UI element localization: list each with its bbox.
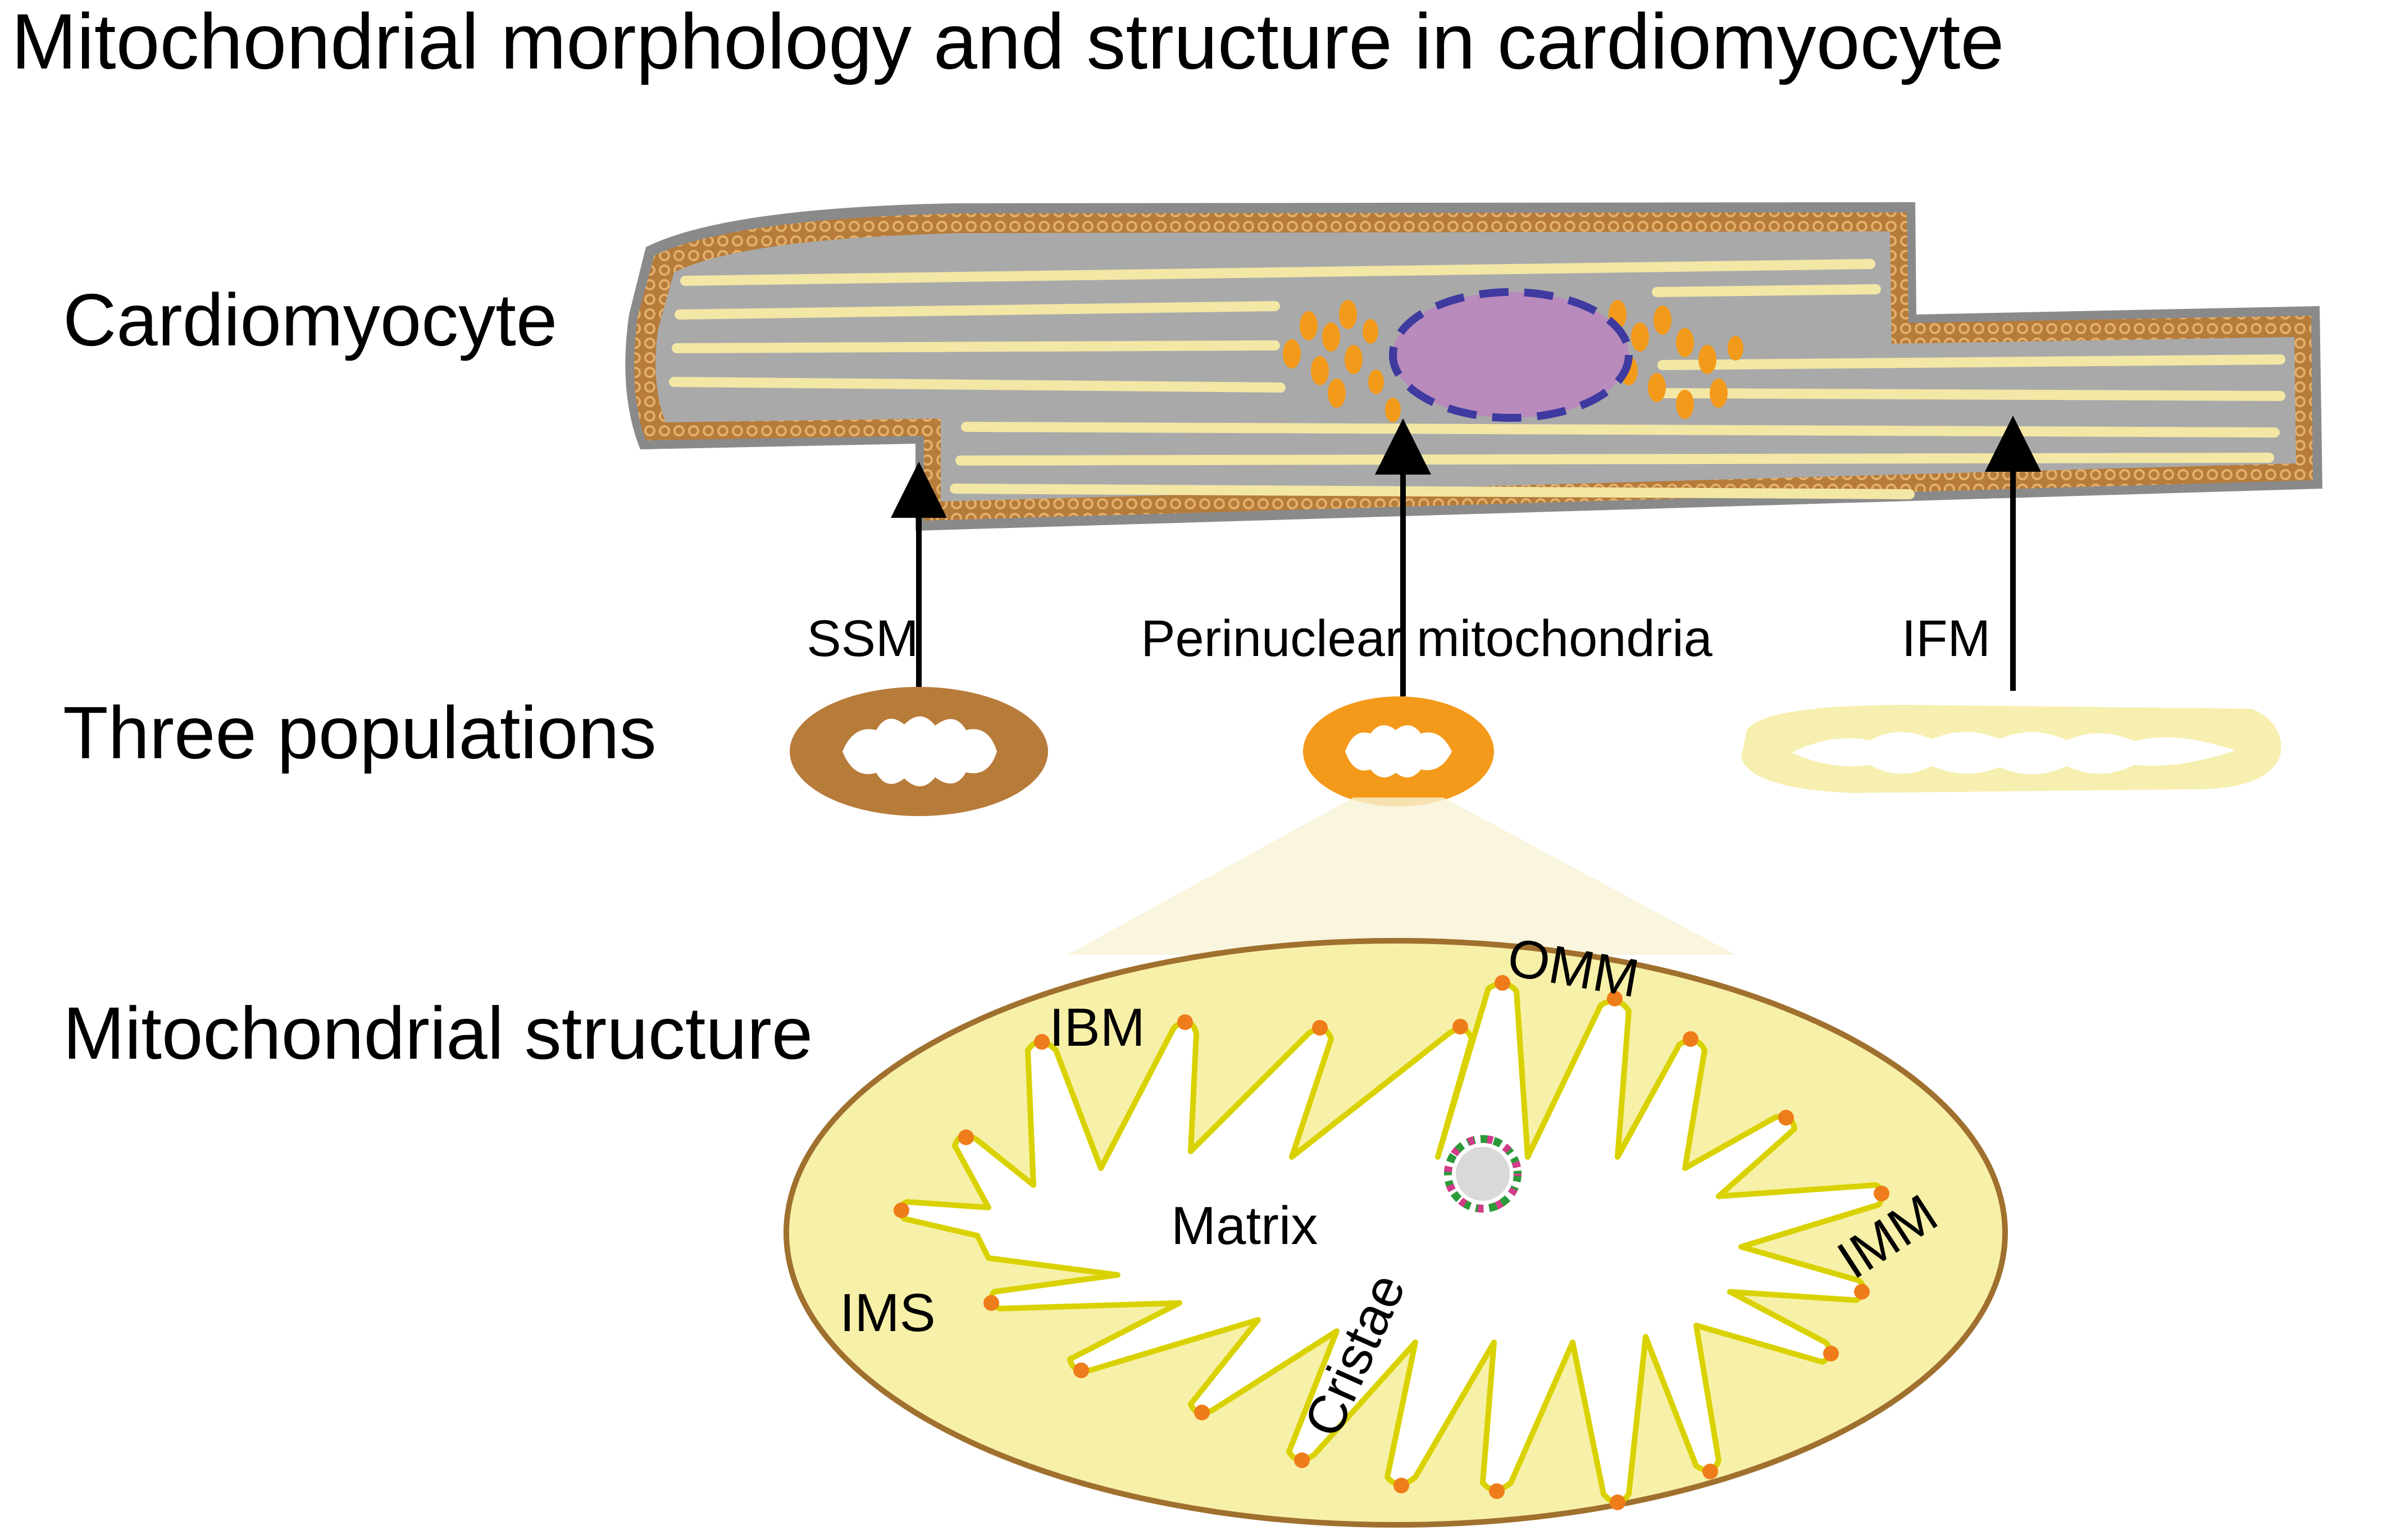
- nucleus: [1389, 288, 1633, 422]
- myofibrils: [669, 259, 2285, 499]
- label-ifm: IFM: [1902, 610, 1990, 667]
- row-label-three-populations: Three populations: [63, 691, 657, 774]
- ssm-mitochondrion: [790, 687, 1048, 816]
- row-label-mitochondrial-structure: Mitochondrial structure: [63, 992, 813, 1074]
- perinuclear-mitochondrion: [1303, 696, 1494, 807]
- label-ssm: SSM: [807, 610, 918, 667]
- ifm-mitochondrion: [1741, 705, 2281, 793]
- zoom-wedge: [1067, 798, 1735, 955]
- cristae-tips: [894, 975, 1889, 1510]
- mitochondrion-structure-detail: [784, 938, 2008, 1528]
- label-ibm: IBM: [1049, 997, 1145, 1058]
- cardiomyocyte-cell: [625, 202, 2322, 531]
- label-perinuclear-mitochondria: Perinuclear mitochondria: [1141, 610, 1712, 667]
- page-title: Mitochondrial morphology and structure i…: [11, 0, 2004, 85]
- label-matrix: Matrix: [1171, 1196, 1318, 1256]
- perinuclear-mitochondria-cluster: [1283, 300, 1743, 422]
- row-label-cardiomyocyte: Cardiomyocyte: [63, 279, 557, 361]
- label-ims: IMS: [840, 1283, 936, 1343]
- mtdna-icon: [1444, 1135, 1522, 1213]
